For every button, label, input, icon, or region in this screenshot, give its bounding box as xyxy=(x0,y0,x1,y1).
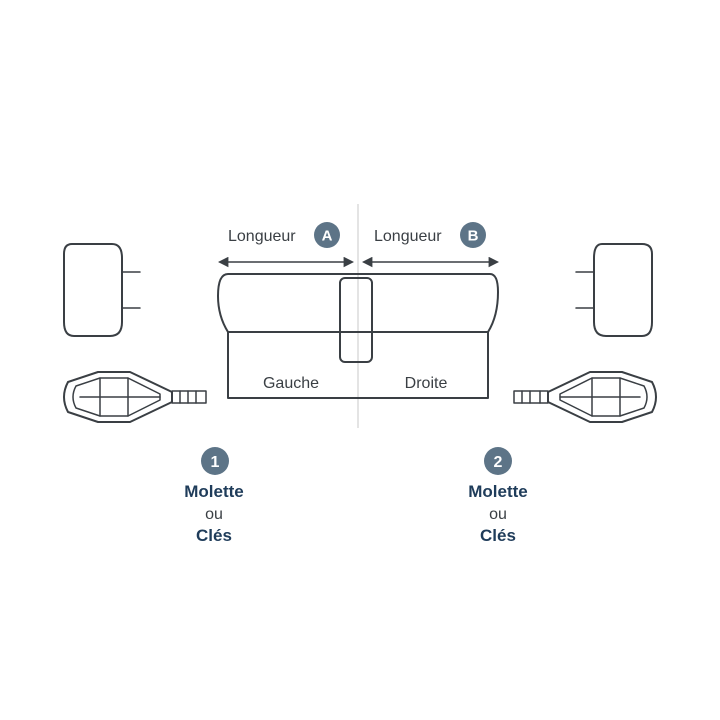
option-2-line3: Clés xyxy=(480,526,516,545)
option-1-line2: ou xyxy=(205,506,223,523)
option-1: 1 Molette ou Clés xyxy=(184,447,244,545)
thumbturn-icon-left xyxy=(63,243,141,337)
dimension-right-label: Longueur xyxy=(374,228,442,245)
cylinder-right-label: Droite xyxy=(405,375,448,392)
option-2-badge-circle xyxy=(484,447,512,475)
dimension-right: Longueur B xyxy=(361,222,500,268)
option-2-number: 2 xyxy=(494,454,503,471)
option-1-number: 1 xyxy=(211,454,220,471)
thumbturn-icon-right xyxy=(575,243,653,337)
badge-a-circle xyxy=(314,222,340,248)
option-2-line1: Molette xyxy=(468,482,528,501)
dimension-left-label: Longueur xyxy=(228,228,296,245)
option-2-line2: ou xyxy=(489,506,507,523)
dimension-left: Longueur A xyxy=(217,222,355,268)
badge-a: A xyxy=(322,228,333,245)
badge-b: B xyxy=(468,228,479,245)
option-1-line1: Molette xyxy=(184,482,244,501)
cam xyxy=(339,277,373,363)
option-1-badge-circle xyxy=(201,447,229,475)
key-icon-right xyxy=(513,371,657,423)
cylinder-body: Gauche Droite xyxy=(217,273,499,399)
option-2: 2 Molette ou Clés xyxy=(468,447,528,545)
key-icon-left xyxy=(63,371,207,423)
option-1-line3: Clés xyxy=(196,526,232,545)
cylinder-left-label: Gauche xyxy=(263,375,319,392)
badge-b-circle xyxy=(460,222,486,248)
